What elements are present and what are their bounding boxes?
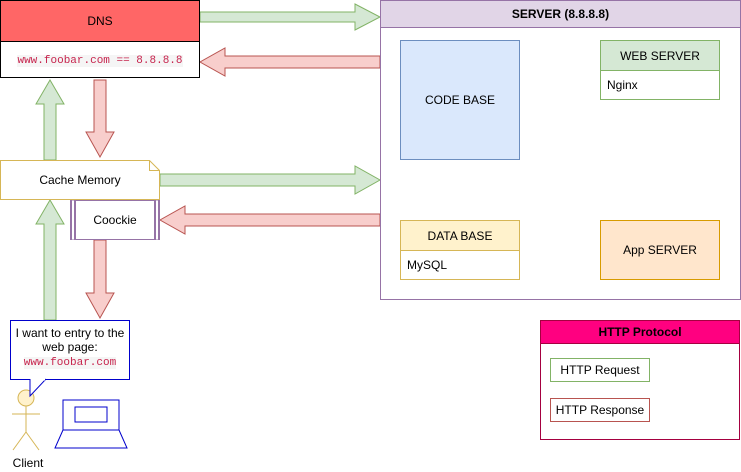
web-server-box: WEB SERVER Nginx bbox=[600, 40, 720, 100]
request-arrow-client-cache bbox=[35, 199, 65, 321]
client-person-icon bbox=[12, 389, 40, 451]
response-arrow-server-dns bbox=[198, 47, 381, 77]
legend-response-label: HTTP Response bbox=[550, 398, 650, 422]
dns-record: www.foobar.com == 8.8.8.8 bbox=[17, 54, 183, 67]
request-arrow-cache-server bbox=[159, 165, 382, 195]
web-server-software: Nginx bbox=[607, 78, 638, 92]
web-server-title: WEB SERVER bbox=[601, 41, 719, 71]
laptop-icon bbox=[54, 399, 128, 449]
speech-line-1: I want to entry to the bbox=[15, 326, 125, 340]
cache-note-shape bbox=[0, 160, 160, 200]
speech-bubble: I want to entry to the web page: www.foo… bbox=[10, 320, 130, 380]
request-arrow-dns-server bbox=[199, 3, 382, 31]
response-arrow-server-cookie bbox=[158, 205, 381, 235]
cache-memory-label: Cache Memory bbox=[39, 173, 121, 187]
server-title: SERVER (8.8.8.8) bbox=[381, 1, 740, 28]
cookie-box: Coockie bbox=[70, 200, 160, 240]
legend-request-label: HTTP Request bbox=[550, 358, 650, 382]
speech-line-2: web page: bbox=[42, 340, 98, 354]
response-arrow-dns-cache bbox=[85, 79, 115, 159]
dns-title: DNS bbox=[1, 1, 199, 42]
cache-memory-box: Cache Memory bbox=[0, 160, 160, 200]
app-server-box: App SERVER bbox=[600, 220, 720, 280]
client-label: Client bbox=[12, 456, 44, 470]
dns-box: DNS www.foobar.com == 8.8.8.8 bbox=[0, 0, 200, 78]
request-arrow-cache-dns bbox=[35, 79, 65, 161]
database-title: DATA BASE bbox=[401, 221, 519, 251]
response-arrow-cookie-client bbox=[85, 239, 115, 320]
legend-title: HTTP Protocol bbox=[541, 321, 739, 344]
speech-url: www.foobar.com bbox=[23, 357, 117, 369]
code-base-box: CODE BASE bbox=[400, 40, 520, 160]
database-software: MySQL bbox=[407, 258, 448, 272]
database-box: DATA BASE MySQL bbox=[400, 220, 520, 280]
